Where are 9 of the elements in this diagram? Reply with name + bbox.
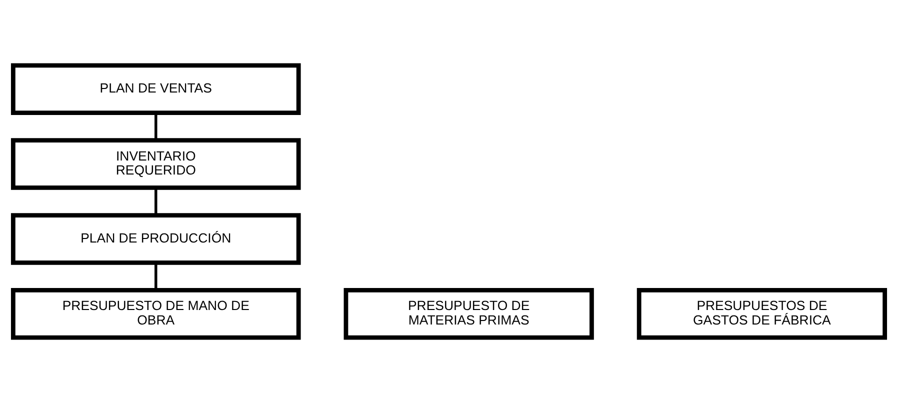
- node-box: PLAN DE VENTAS: [10, 62, 301, 114]
- node-box: PLAN DE PRODUCCIÓN: [10, 212, 301, 264]
- connector: [154, 187, 158, 214]
- connector: [154, 112, 158, 140]
- node-box: PRESUPUESTO DE MANO DE OBRA: [10, 288, 301, 340]
- node-box: PRESUPUESTOS DE GASTOS DE FÁBRICA: [636, 288, 888, 340]
- connector: [154, 262, 158, 290]
- node-box: PRESUPUESTO DE MATERIAS PRIMAS: [344, 288, 594, 340]
- node-box: INVENTARIO REQUERIDO: [10, 138, 301, 190]
